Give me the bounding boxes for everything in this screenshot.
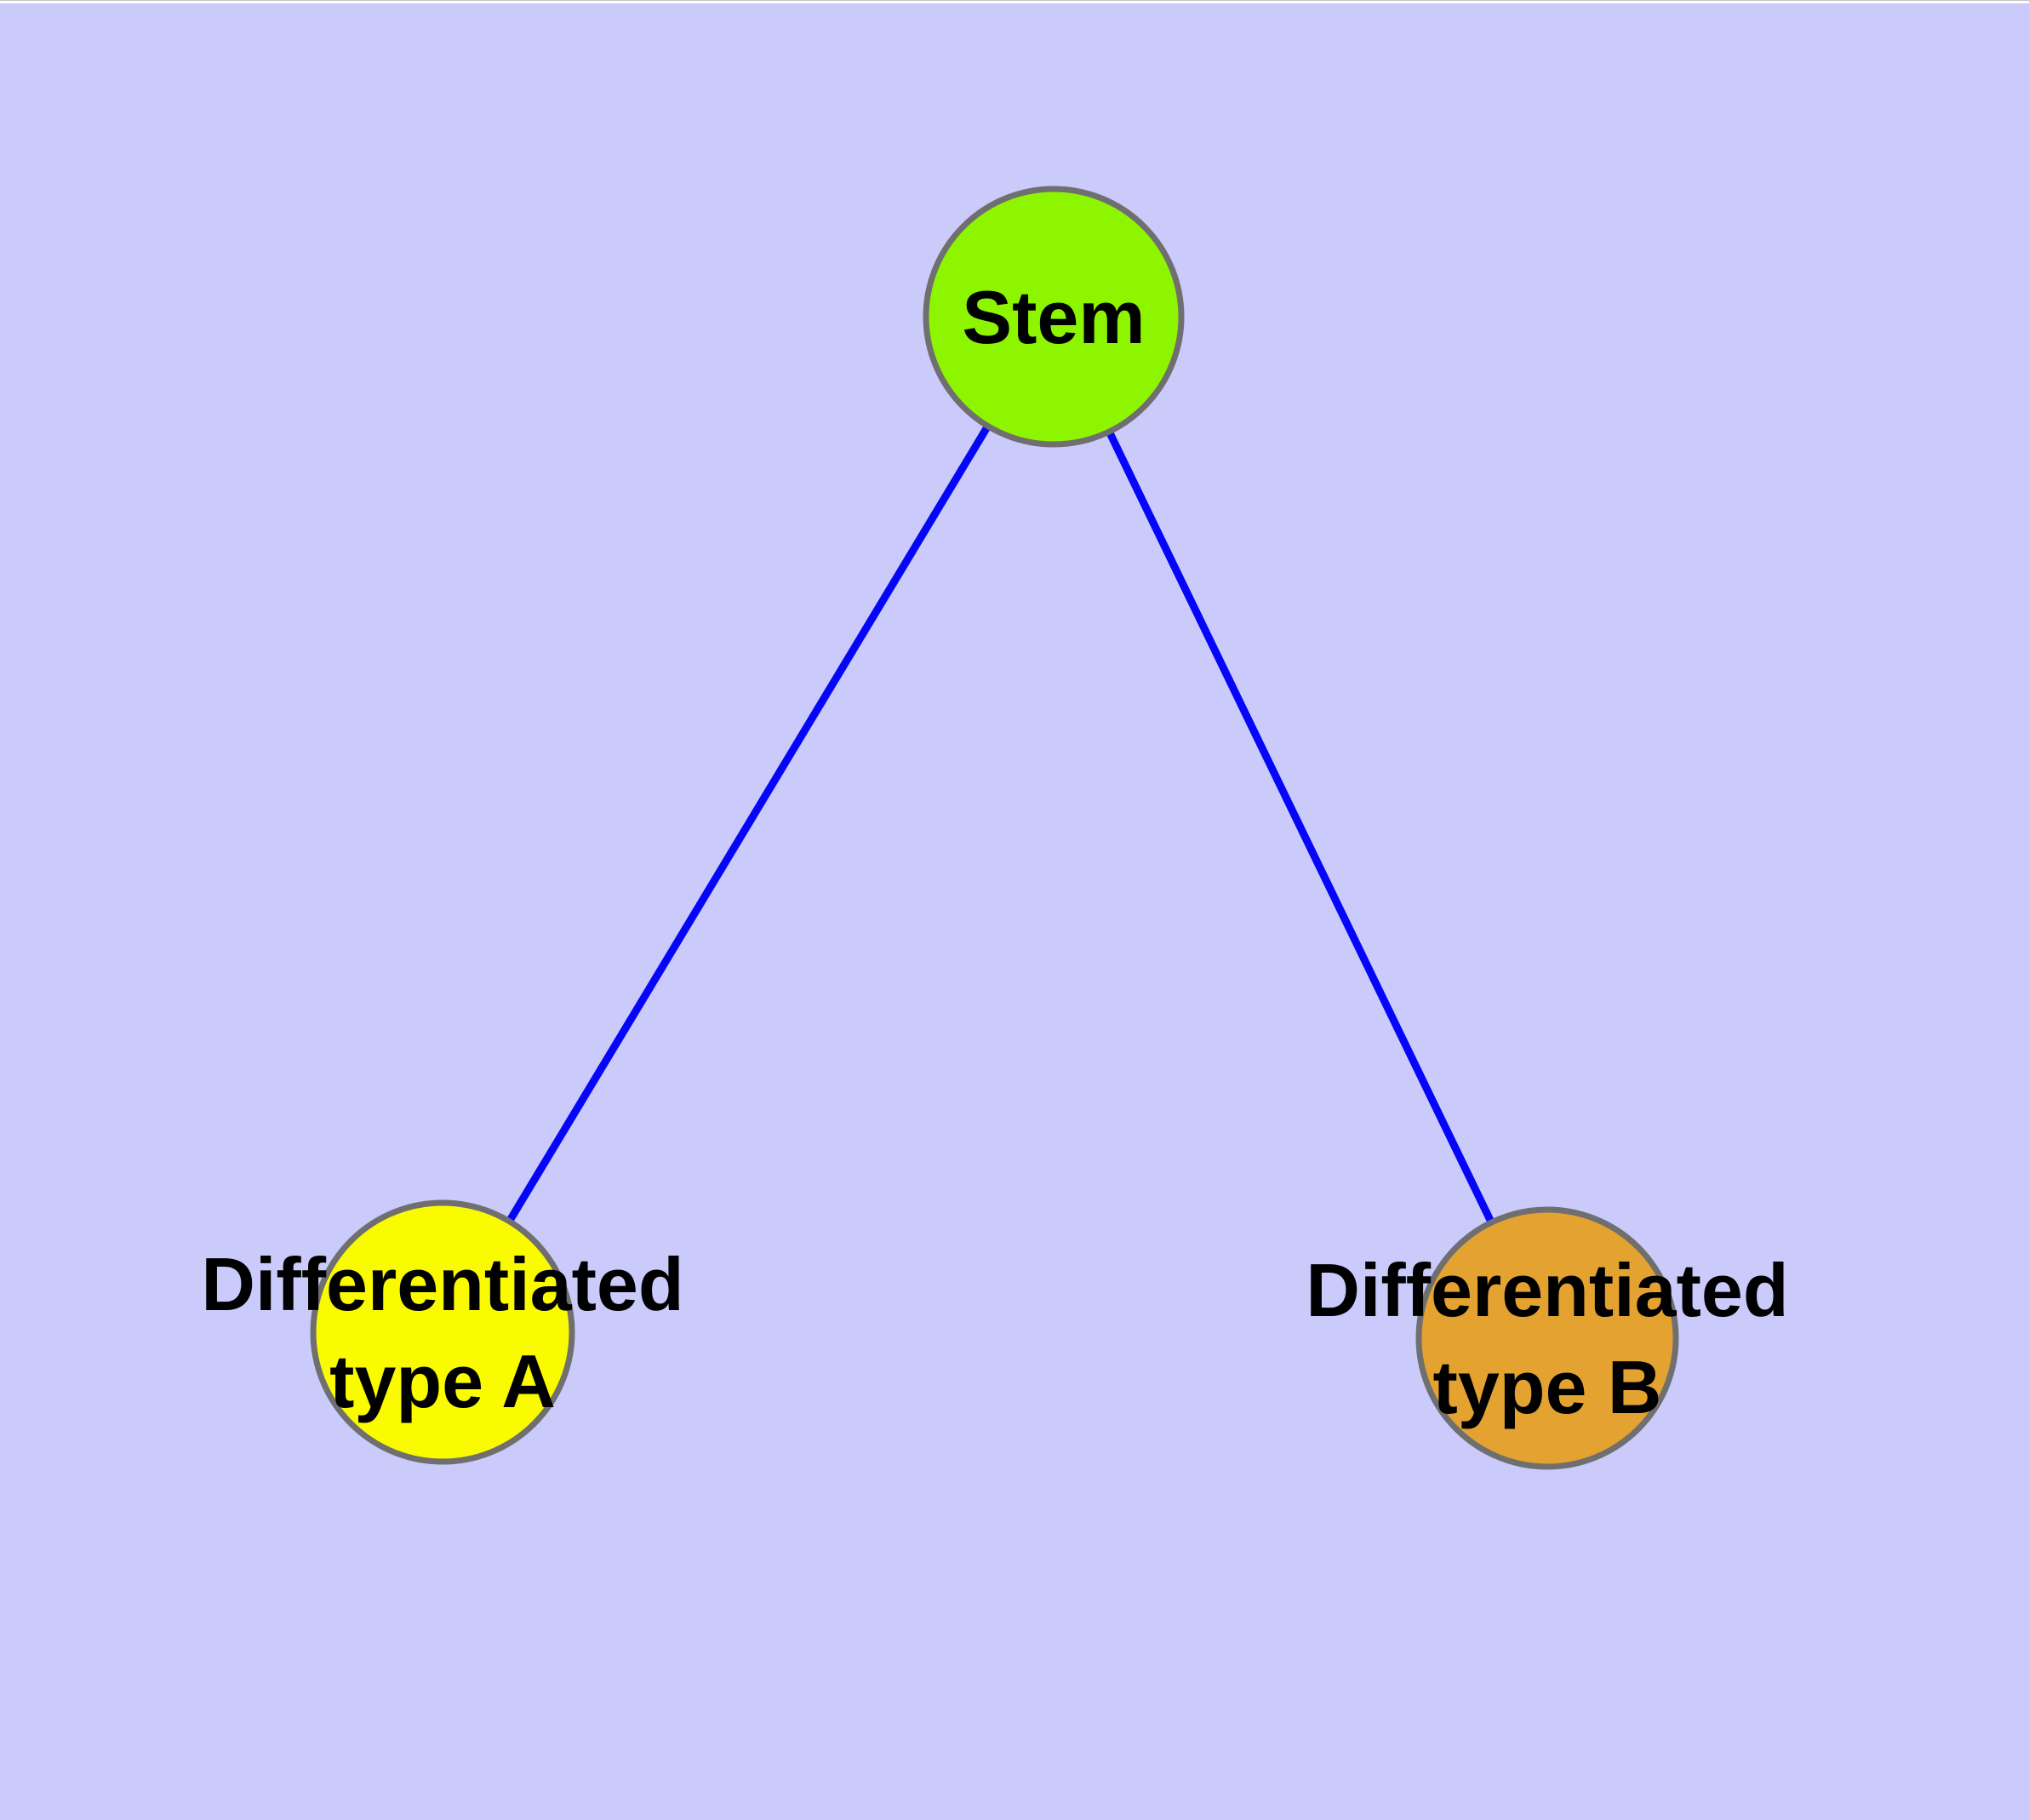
node-differentiated-type-a: Differentiated type A [201,1199,684,1465]
node-differentiated-type-a-label-line: type A [329,1339,556,1423]
node-differentiated-type-b-label: Differentiated type B [1306,1248,1788,1429]
top-edge-strip [0,0,2029,3]
node-stem-label-line: Stem [962,275,1145,359]
node-differentiated-type-b: Differentiated type B [1306,1206,1789,1470]
edges-layer [439,314,1552,1340]
node-differentiated-type-a-circle [310,1199,575,1465]
node-differentiated-type-b-label-line: type B [1433,1345,1662,1429]
node-stem: Stem [923,186,1185,448]
node-differentiated-type-b-circle [1415,1206,1679,1470]
edge-stem-to-differentiated-type-a [439,314,1057,1335]
node-differentiated-type-b-label-line: Differentiated [1306,1248,1788,1332]
node-differentiated-type-a-label-line: Differentiated [201,1242,683,1326]
node-stem-circle [923,186,1185,448]
node-differentiated-type-a-label: Differentiated type A [201,1242,683,1423]
node-stem-label: Stem [962,275,1145,359]
edge-stem-to-differentiated-type-b [1049,315,1552,1340]
